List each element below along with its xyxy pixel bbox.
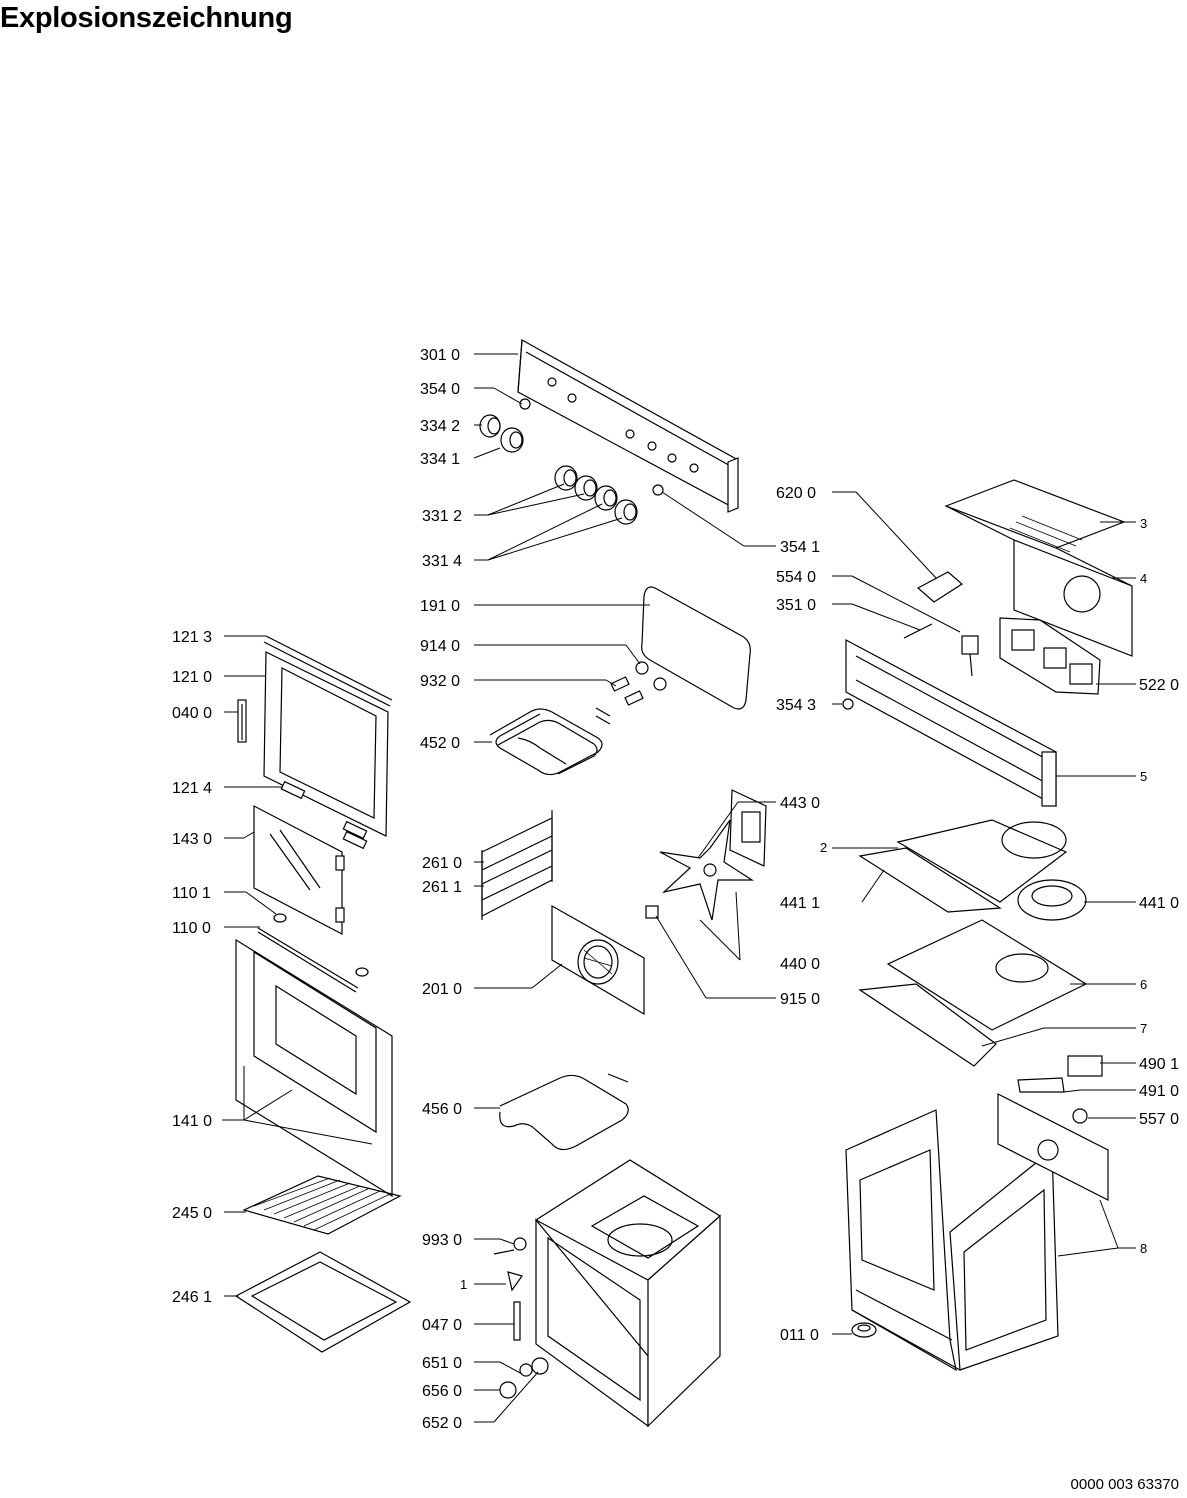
oven-foot <box>851 1322 877 1338</box>
label-915-0: 915 0 <box>780 991 820 1008</box>
label-491-0: 491 0 <box>1139 1083 1179 1100</box>
door-gasket <box>641 586 751 710</box>
label-121-0: 121 0 <box>172 669 212 686</box>
label-490-1: 490 1 <box>1139 1056 1179 1073</box>
label-452-0: 452 0 <box>420 735 460 752</box>
fan-motor-assembly <box>645 789 767 921</box>
label-932-0: 932 0 <box>420 673 460 690</box>
label-4: 4 <box>1140 571 1147 586</box>
label-351-0: 351 0 <box>776 597 816 614</box>
label-334-2: 334 2 <box>420 418 460 435</box>
fan-cover <box>551 904 645 1016</box>
label-121-3: 121 3 <box>172 629 212 646</box>
label-110-1: 110 1 <box>172 885 211 902</box>
control-panel-frame <box>845 639 1057 808</box>
label-914-0: 914 0 <box>420 638 460 655</box>
label-121-4: 121 4 <box>172 780 212 797</box>
label-261-1: 261 1 <box>422 879 462 896</box>
electronic-module <box>999 617 1101 695</box>
label-141-0: 141 0 <box>172 1113 212 1130</box>
inner-glass-panel <box>253 805 345 935</box>
label-993-0: 993 0 <box>422 1232 462 1249</box>
cavity-insulation <box>858 919 1088 1067</box>
label-652-0: 652 0 <box>422 1415 462 1432</box>
label-334-1: 334 1 <box>420 451 460 468</box>
label-522-0: 522 0 <box>1139 677 1179 694</box>
label-554-0: 554 0 <box>776 569 816 586</box>
label-557-0: 557 0 <box>1139 1111 1179 1128</box>
control-panel-fascia <box>517 339 739 513</box>
label-8: 8 <box>1140 1241 1147 1256</box>
label-331-2: 331 2 <box>422 508 462 525</box>
label-354-1: 354 1 <box>780 539 820 556</box>
label-443-0: 443 0 <box>780 795 820 812</box>
label-1: 1 <box>460 1277 467 1292</box>
oven-cavity <box>534 1159 721 1428</box>
label-456-0: 456 0 <box>422 1101 462 1118</box>
control-components <box>842 571 979 710</box>
door-handle <box>237 699 247 743</box>
label-7: 7 <box>1140 1021 1147 1036</box>
label-040-0: 040 0 <box>172 705 212 722</box>
part-labels: 301 0 354 0 334 2 334 1 331 2 331 4 354 … <box>172 347 1179 1432</box>
outer-frame <box>845 1093 1109 1372</box>
cavity-top-cover <box>858 819 1087 921</box>
label-246-1: 246 1 <box>172 1289 212 1306</box>
label-656-0: 656 0 <box>422 1383 462 1400</box>
label-440-0: 440 0 <box>780 956 820 973</box>
top-heating-element <box>489 707 611 776</box>
label-620-0: 620 0 <box>776 485 816 502</box>
page-title: Explosionszeichnung <box>0 2 293 34</box>
label-2: 2 <box>820 840 827 855</box>
label-047-0: 047 0 <box>422 1317 462 1334</box>
oven-knobs-large <box>554 465 638 525</box>
door-clips <box>257 913 369 993</box>
label-5: 5 <box>1140 769 1147 784</box>
shelf-supports <box>481 810 553 920</box>
document-number: 0000 003 63370 <box>1070 1476 1179 1493</box>
label-201-0: 201 0 <box>422 981 462 998</box>
wire-shelf <box>242 1175 402 1235</box>
label-354-3: 354 3 <box>776 697 816 714</box>
label-245-0: 245 0 <box>172 1205 212 1222</box>
label-651-0: 651 0 <box>422 1355 462 1372</box>
fasteners-heater <box>610 661 667 706</box>
label-6: 6 <box>1140 977 1147 992</box>
bottom-heating-element <box>499 1073 629 1151</box>
label-110-0: 110 0 <box>172 920 211 937</box>
terminal-parts <box>1017 1055 1103 1124</box>
label-143-0: 143 0 <box>172 831 212 848</box>
outer-door-glass <box>235 938 393 1198</box>
label-441-0: 441 0 <box>1139 895 1179 912</box>
label-301-0: 301 0 <box>420 347 460 364</box>
label-011-0: 011 0 <box>780 1327 819 1344</box>
label-261-0: 261 0 <box>422 855 462 872</box>
label-441-1: 441 1 <box>780 895 820 912</box>
label-3: 3 <box>1140 516 1147 531</box>
label-191-0: 191 0 <box>420 598 460 615</box>
oven-door-inner <box>263 635 393 850</box>
label-354-0: 354 0 <box>420 381 460 398</box>
baking-tray <box>234 1251 412 1353</box>
cavity-small-parts <box>493 1237 549 1399</box>
label-331-4: 331 4 <box>422 553 462 570</box>
leader-lines <box>222 353 1136 1423</box>
oven-knobs-small <box>479 414 524 453</box>
